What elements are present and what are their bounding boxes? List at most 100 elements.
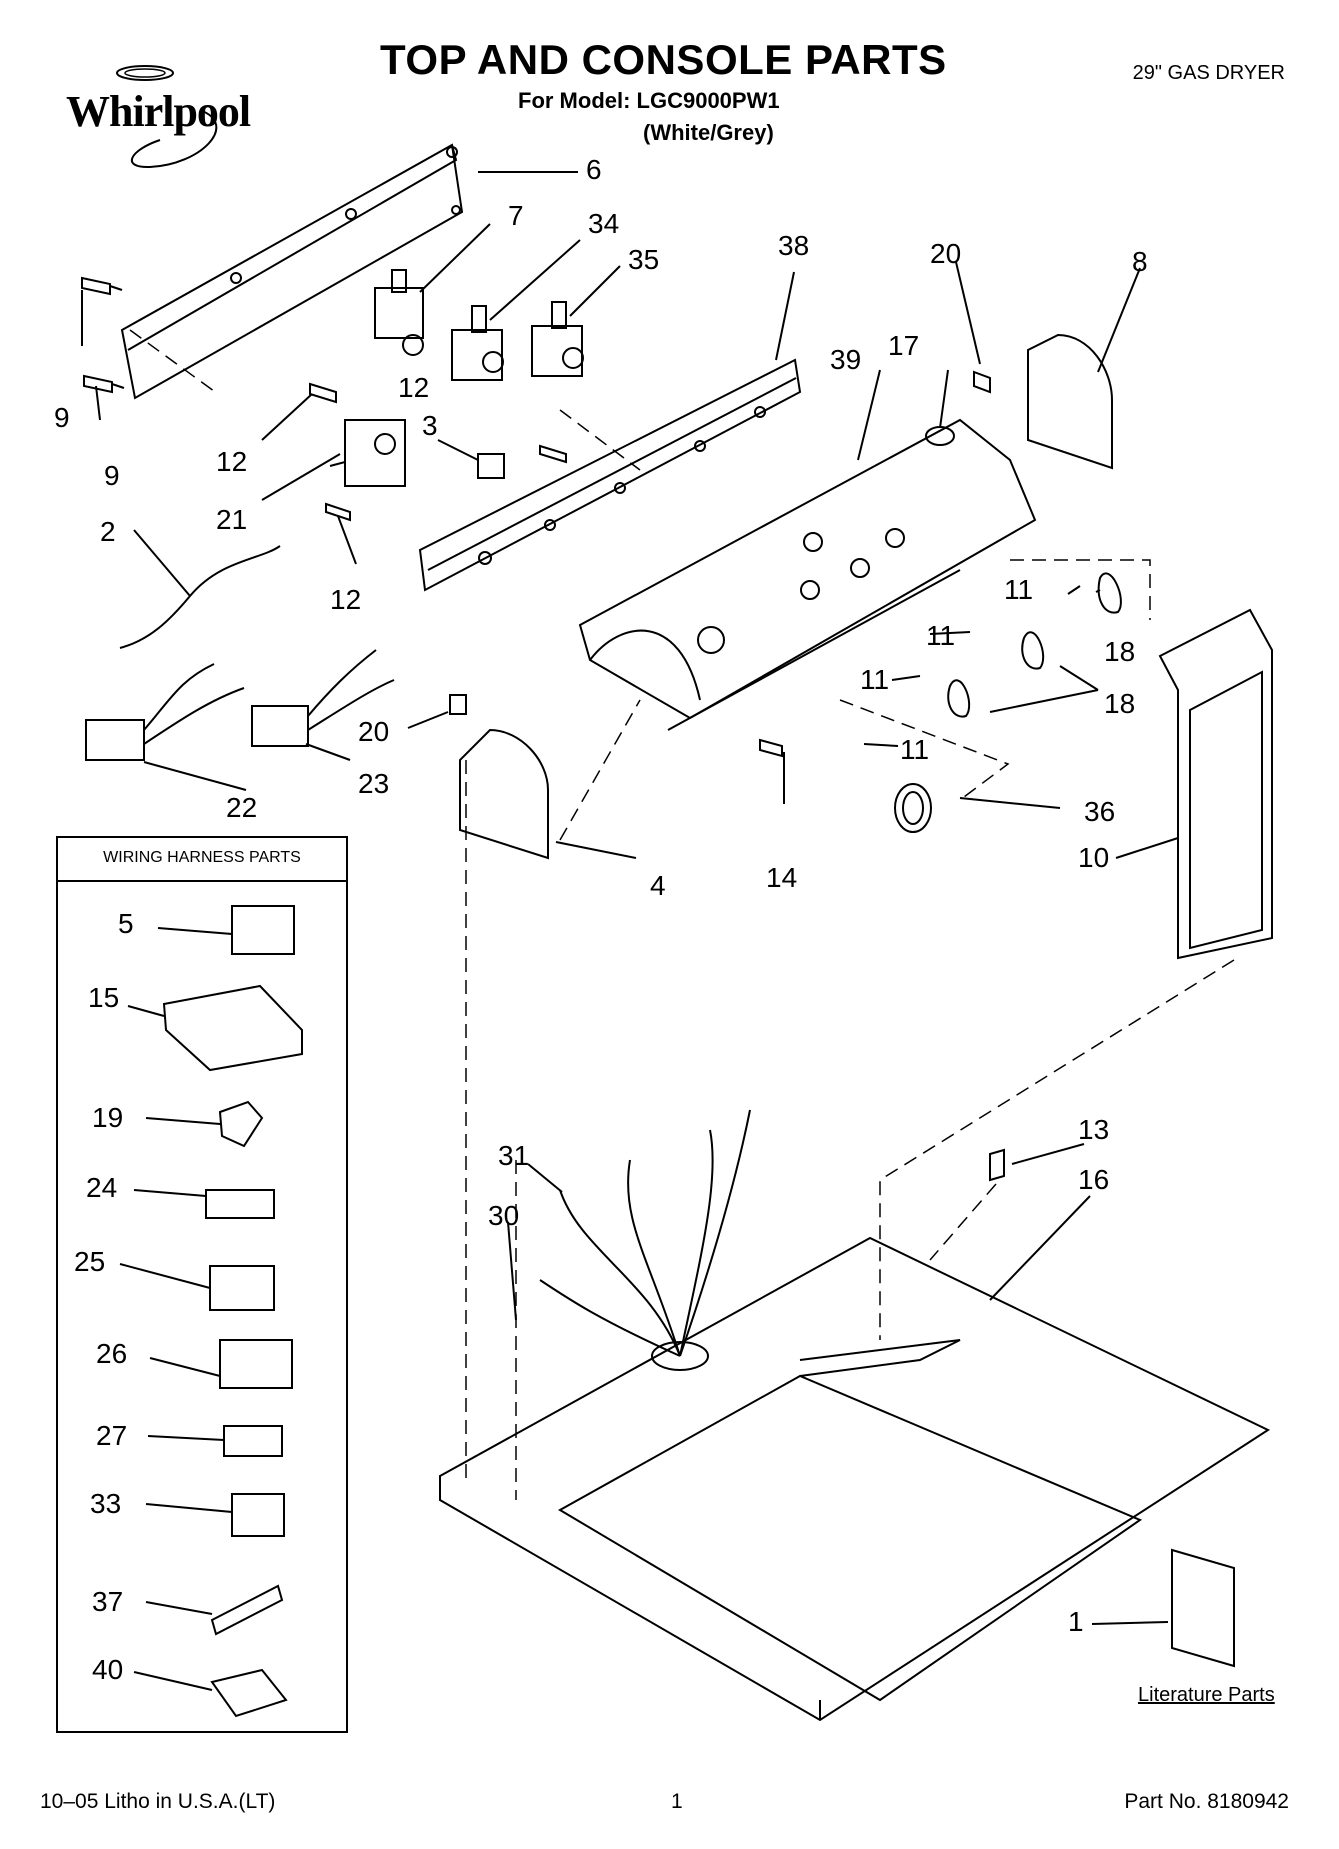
screw-part — [449, 694, 467, 715]
callout-9: 9 — [54, 402, 70, 433]
wire-harness-part — [251, 649, 395, 747]
knob-part — [1021, 631, 1045, 670]
connector-part — [210, 1668, 288, 1718]
callout-11: 11 — [900, 734, 930, 765]
screw-part — [83, 374, 125, 394]
callout-26: 26 — [96, 1338, 128, 1369]
connector-part — [205, 1189, 275, 1219]
callout-1: 1 — [1068, 1606, 1084, 1637]
callout-35: 35 — [628, 244, 660, 275]
callout-21: 21 — [216, 504, 248, 535]
callout-5: 5 — [118, 908, 134, 939]
footer-part-number: Part No. 8180942 — [1124, 1790, 1289, 1813]
model-number: For Model: LGC9000PW1 — [518, 88, 780, 113]
terminal-block-part — [162, 984, 303, 1072]
clip-part — [218, 1100, 264, 1148]
screw-part — [973, 370, 991, 394]
callout-8: 8 — [1132, 246, 1148, 277]
whirlpool-logo-swoosh-icon — [116, 65, 218, 169]
connector-part — [231, 905, 295, 955]
callout-2: 2 — [100, 516, 116, 547]
main-wire-harness-part — [539, 1109, 751, 1357]
callout-30: 30 — [488, 1200, 520, 1231]
callout-12: 12 — [398, 372, 430, 403]
control-switch-part — [451, 305, 504, 381]
callout-38: 38 — [778, 230, 810, 261]
callout-11: 11 — [860, 664, 890, 695]
callout-14: 14 — [766, 862, 798, 893]
callout-11: 11 — [926, 620, 956, 651]
screw-part — [309, 382, 337, 404]
control-panel-board-part — [418, 358, 802, 592]
callout-18: 18 — [1104, 636, 1136, 667]
callout-12: 12 — [216, 446, 248, 477]
callout-10: 10 — [1078, 842, 1110, 873]
callout-27: 27 — [96, 1420, 128, 1451]
callout-20: 20 — [358, 716, 390, 747]
wiring-harness-parts-box — [56, 836, 348, 1733]
callout-6: 6 — [586, 154, 602, 185]
callout-23: 23 — [358, 768, 390, 799]
control-switch-part — [374, 269, 424, 356]
literature-parts-label: Literature Parts — [1138, 1684, 1275, 1706]
switch-part — [477, 453, 505, 479]
callout-13: 13 — [1078, 1114, 1110, 1145]
wire-harness-part — [119, 545, 281, 649]
timer-part — [329, 419, 406, 487]
knob-part — [947, 679, 971, 718]
callout-19: 19 — [92, 1102, 124, 1133]
callout-40: 40 — [92, 1654, 124, 1685]
callout-25: 25 — [74, 1246, 106, 1277]
terminal-part — [210, 1584, 284, 1636]
screw-part — [325, 502, 351, 522]
connector-part — [209, 1265, 275, 1311]
callout-18: 18 — [1104, 688, 1136, 719]
page-title: TOP AND CONSOLE PARTS — [380, 36, 947, 83]
product-type: 29" GAS DRYER — [1132, 62, 1285, 84]
footer-litho: 10–05 Litho in U.S.A.(LT) — [40, 1790, 276, 1813]
screw-part — [989, 1148, 1005, 1182]
brand-logo: Whirlpool — [66, 87, 251, 136]
connector-part — [223, 1425, 283, 1457]
callout-24: 24 — [86, 1172, 118, 1203]
control-switch-part — [531, 301, 584, 377]
callout-33: 33 — [90, 1488, 122, 1519]
end-cap-part — [459, 728, 549, 860]
knob-part — [1097, 572, 1122, 614]
callout-17: 17 — [888, 330, 920, 361]
callout-16: 16 — [1078, 1164, 1110, 1195]
screw-part — [759, 738, 783, 758]
wiring-harness-heading: WIRING HARNESS PARTS — [56, 836, 348, 882]
leader-arrows — [81, 171, 1179, 1691]
console-panel-part — [578, 418, 1037, 731]
callout-31: 31 — [498, 1140, 530, 1171]
assembly-guide-lines — [129, 329, 1235, 1500]
callout-36: 36 — [1084, 796, 1116, 827]
top-panel-part — [439, 1236, 1271, 1722]
knob-part — [894, 783, 932, 833]
wire-harness-part — [85, 663, 245, 761]
callout-20: 20 — [930, 238, 962, 269]
footer-page-number: 1 — [671, 1790, 683, 1813]
connector-part — [231, 1493, 285, 1537]
callout-9: 9 — [104, 460, 120, 491]
callout-37: 37 — [92, 1586, 124, 1617]
literature-booklet-part — [1171, 1548, 1235, 1668]
lint-filter-part — [1158, 608, 1273, 960]
callout-7: 7 — [508, 200, 524, 231]
connector-part — [219, 1339, 293, 1389]
callout-11: 11 — [1004, 574, 1034, 605]
model-color: (White/Grey) — [643, 120, 774, 145]
screw-part — [81, 276, 123, 296]
callout-12: 12 — [330, 584, 362, 615]
console-bracket-part — [120, 143, 464, 400]
callout-34: 34 — [588, 208, 620, 239]
screw-part — [539, 444, 567, 464]
end-cap-part — [1027, 333, 1113, 470]
callout-22: 22 — [226, 792, 258, 823]
callout-15: 15 — [88, 982, 120, 1013]
callout-3: 3 — [422, 410, 438, 441]
callout-4: 4 — [650, 870, 666, 901]
callout-39: 39 — [830, 344, 862, 375]
